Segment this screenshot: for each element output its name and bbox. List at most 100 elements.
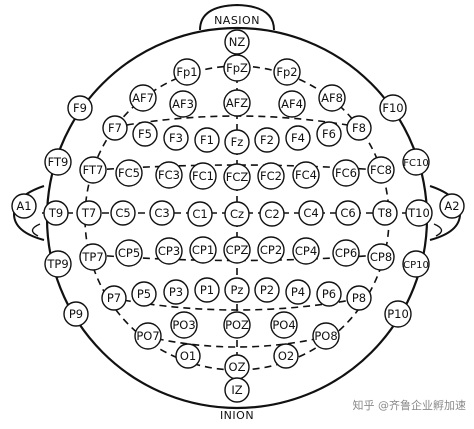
electrode-t8: T8	[372, 200, 398, 226]
electrode-label: C1	[192, 207, 207, 221]
electrode-label: FC2	[260, 169, 282, 183]
electrode-oz: OZ	[224, 354, 250, 380]
electrode-pz: Pz	[224, 277, 250, 303]
electrode-label: F4	[291, 131, 305, 145]
electrode-t10: T10	[405, 199, 433, 227]
electrode-circle	[173, 58, 201, 86]
electrode-iz: IZ	[224, 377, 250, 403]
electrode-label: C2	[264, 207, 279, 221]
electrode-label: FC5	[118, 166, 140, 180]
electrode-label: FC6	[335, 166, 357, 180]
electrode-po4: PO4	[270, 311, 298, 339]
electrode-fc8: FC8	[367, 156, 395, 184]
electrode-f7: F7	[102, 115, 128, 141]
electrode-label: P5	[137, 287, 151, 301]
electrode-f1: F1	[194, 127, 220, 153]
electrode-circle	[285, 125, 311, 151]
electrode-label: T8	[377, 206, 392, 220]
electrode-af8: AF8	[318, 84, 346, 112]
electrode-a2: A2	[439, 193, 465, 219]
electrode-circle	[273, 58, 301, 86]
electrode-nz: NZ	[224, 29, 250, 55]
electrode-circle	[316, 121, 342, 147]
electrode-label: P1	[200, 283, 214, 297]
electrode-f4: F4	[285, 125, 311, 151]
electrode-c3: C3	[149, 200, 175, 226]
electrode-circle	[223, 311, 251, 339]
electrode-circle	[189, 236, 217, 264]
electrode-cpz: CPZ	[223, 236, 251, 264]
electrode-label: PO7	[136, 329, 159, 343]
electrode-label: AF7	[132, 91, 154, 105]
electrode-circle	[312, 322, 340, 350]
electrode-circle	[224, 377, 250, 403]
electrode-label: F6	[322, 127, 336, 141]
electrode-fcz: FCZ	[223, 163, 251, 191]
electrode-label: CP4	[295, 244, 317, 258]
electrode-label: IZ	[231, 383, 242, 397]
electrode-label: CP3	[158, 244, 180, 258]
electrode-circle	[110, 200, 136, 226]
electrode-fp1: Fp1	[173, 58, 201, 86]
electrode-circle	[259, 201, 285, 227]
right-ear-inner	[433, 223, 443, 237]
electrode-fc3: FC3	[155, 161, 183, 189]
electrode-label: AF8	[321, 91, 343, 105]
electrode-circle	[379, 94, 407, 122]
electrode-cp4: CP4	[292, 237, 320, 265]
electrode-label: AF3	[172, 97, 194, 111]
electrode-label: FCZ	[226, 170, 249, 184]
electrode-label: F9	[73, 101, 87, 115]
electrode-label: CP5	[118, 246, 140, 260]
electrode-circle	[439, 193, 465, 219]
electrode-label: Fp2	[276, 65, 297, 79]
electrode-label: FT9	[48, 155, 69, 169]
electrode-label: FC1	[192, 169, 214, 183]
electrode-circle	[79, 243, 107, 271]
electrode-circle	[270, 311, 298, 339]
electrode-circle	[79, 156, 107, 184]
electrode-label: P7	[107, 291, 121, 305]
electrode-circle	[372, 200, 398, 226]
electrode-circle	[254, 127, 280, 153]
electrode-t7: T7	[76, 200, 102, 226]
electrode-label: FC8	[370, 163, 392, 177]
electrode-circle	[131, 281, 157, 307]
electrode-label: FC3	[158, 168, 180, 182]
electrode-circle	[223, 163, 251, 191]
electrode-label: C3	[154, 206, 169, 220]
electrode-cp2: CP2	[257, 236, 285, 264]
electrode-fz: Fz	[224, 129, 250, 155]
electrode-circle	[384, 300, 412, 328]
electrode-circle	[335, 200, 361, 226]
electrode-c2: C2	[259, 201, 285, 227]
electrode-label: TP9	[46, 257, 68, 271]
electrode-label: P10	[387, 307, 409, 321]
electrode-label: P9	[69, 307, 83, 321]
electrode-label: P8	[352, 291, 366, 305]
electrode-label: PO4	[272, 318, 295, 332]
electrode-circle	[43, 200, 69, 226]
electrode-label: CP1	[192, 243, 214, 257]
electrode-f5: F5	[132, 121, 158, 147]
electrode-label: F7	[108, 121, 122, 135]
electrode-circle	[224, 29, 250, 55]
watermark-text: 知乎 @齐鲁企业孵加速	[353, 398, 467, 412]
electrode-a1: A1	[11, 193, 37, 219]
electrode-label: T10	[407, 206, 430, 220]
electrode-label: NZ	[229, 35, 246, 49]
electrode-circle	[132, 121, 158, 147]
electrode-label: C6	[340, 206, 355, 220]
electrode-circle	[367, 156, 395, 184]
electrode-circle	[405, 199, 433, 227]
electrode-tp9: TP9	[44, 250, 72, 278]
electrode-circle	[149, 200, 175, 226]
electrode-circle	[187, 201, 213, 227]
electrode-circle	[278, 90, 306, 118]
electrode-label: FC10	[403, 158, 428, 169]
electrode-circle	[155, 237, 183, 265]
electrode-circle	[224, 277, 250, 303]
electrode-f9: F9	[67, 95, 93, 121]
